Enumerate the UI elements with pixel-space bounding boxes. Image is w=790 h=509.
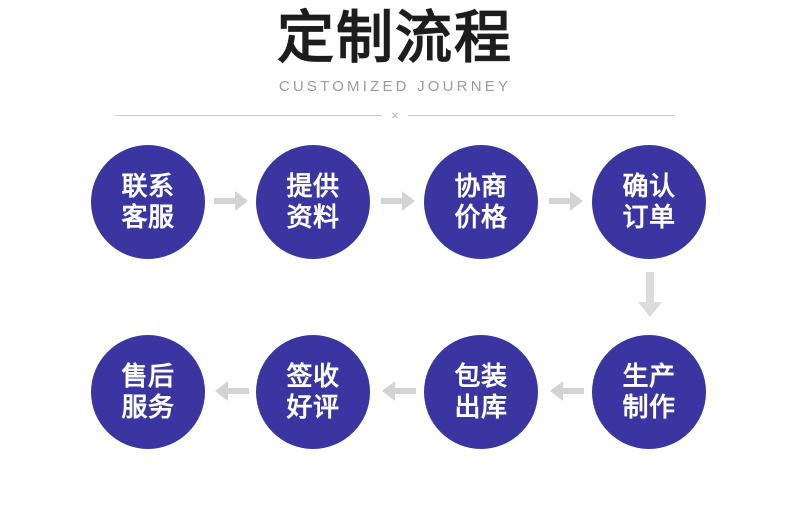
flow-step-1[interactable]: 联系 客服 (91, 145, 205, 259)
arrow-left-icon-2 (381, 376, 416, 406)
flow-step-8-label: 售后 服务 (121, 361, 175, 422)
flow-step-1-label: 联系 客服 (121, 171, 175, 232)
page-header: 定制流程 CUSTOMIZED JOURNEY (0, 0, 790, 97)
header-divider: × (115, 108, 675, 122)
flow-step-7[interactable]: 签收 好评 (256, 335, 370, 449)
arrow-right-icon-2 (381, 186, 416, 216)
arrow-right-icon-3 (549, 186, 584, 216)
flow-step-2[interactable]: 提供 资料 (256, 145, 370, 259)
flow-step-6[interactable]: 包装 出库 (424, 335, 538, 449)
flow-step-5-label: 生产 制作 (622, 361, 676, 422)
flow-step-4-label: 确认 订单 (622, 171, 676, 232)
flow-step-4[interactable]: 确认 订单 (592, 145, 706, 259)
arrow-left-icon-3 (214, 376, 249, 406)
page-title: 定制流程 (277, 6, 513, 70)
page-subtitle: CUSTOMIZED JOURNEY (278, 78, 512, 95)
divider-rule-right (407, 114, 675, 116)
flow-step-3-label: 协商 价格 (454, 171, 508, 232)
flow-step-7-label: 签收 好评 (286, 361, 340, 422)
arrow-left-icon-1 (549, 376, 584, 406)
arrow-down-icon (635, 272, 665, 322)
flow-step-3[interactable]: 协商 价格 (424, 145, 538, 259)
flow-step-2-label: 提供 资料 (286, 171, 340, 232)
flow-step-6-label: 包装 出库 (454, 361, 508, 422)
arrow-right-icon-1 (214, 186, 249, 216)
flow-step-8[interactable]: 售后 服务 (91, 335, 205, 449)
divider-cross-icon: × (391, 107, 399, 123)
divider-rule-left (115, 114, 383, 116)
flow-step-5[interactable]: 生产 制作 (592, 335, 706, 449)
